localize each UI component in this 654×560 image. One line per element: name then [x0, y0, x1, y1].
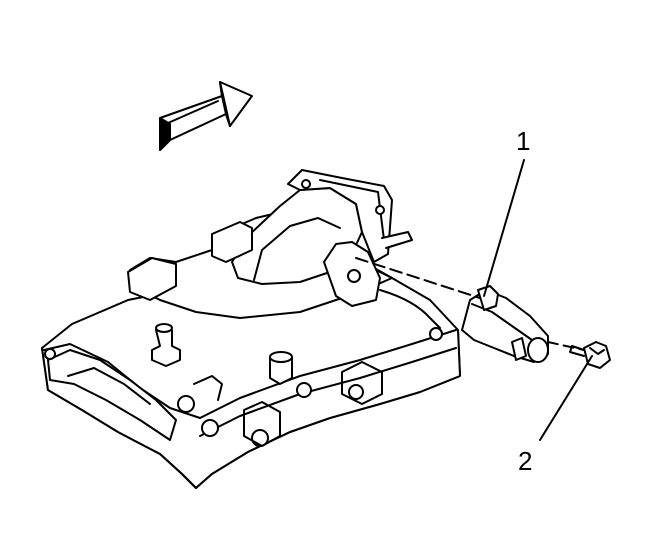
- intake-manifold: [42, 170, 460, 488]
- callout-label-2: 2: [518, 446, 533, 476]
- direction-arrow-icon: [160, 82, 252, 150]
- bolt-part: [570, 342, 610, 368]
- leader-line-2: [540, 356, 592, 440]
- sensor-part: [462, 286, 548, 362]
- leader-line-1: [484, 160, 524, 296]
- assembly-centerline: [356, 258, 480, 298]
- callout-label-1: 1: [516, 126, 531, 156]
